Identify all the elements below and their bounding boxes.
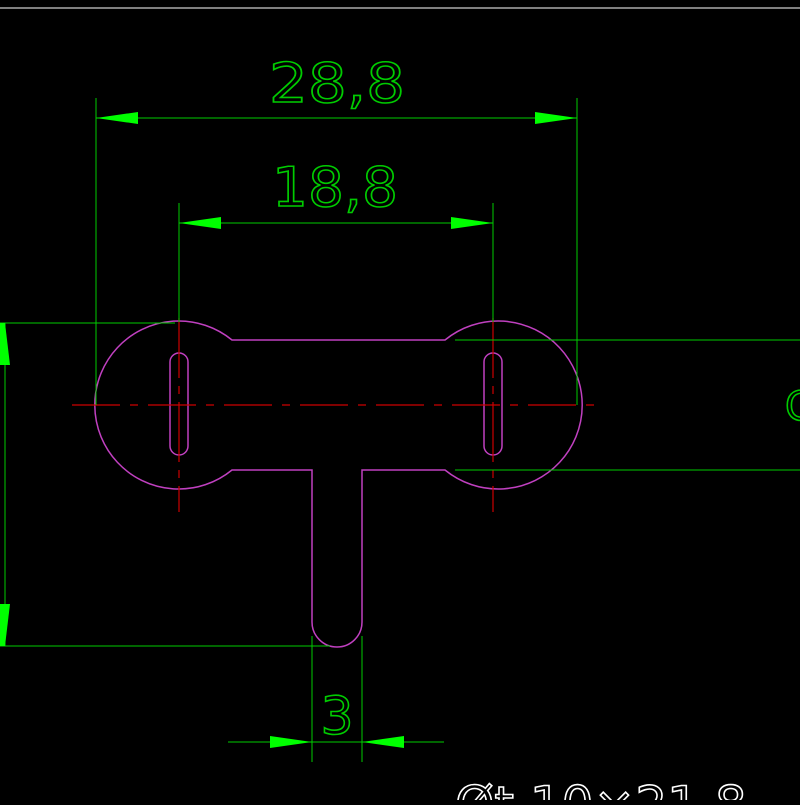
- stem-width-arrow-left: [270, 736, 312, 748]
- overall-width-arrow-right: [535, 112, 577, 124]
- hole-spacing-label: 18,8: [272, 156, 398, 219]
- stem-width-label: 3: [320, 687, 353, 747]
- centerlines: [72, 318, 602, 512]
- arrowheads: [0, 112, 577, 748]
- part-outline: [94, 320, 583, 648]
- hole-spacing-arrow-left: [179, 217, 221, 229]
- right-edge-cut-label: C: [785, 384, 800, 430]
- hole-spacing-arrow-right: [451, 217, 493, 229]
- bottom-note-cut-label: Øt 10×21,8..: [455, 776, 779, 800]
- height-arrow-bottom: [0, 604, 10, 646]
- part-body-contour: [94, 320, 583, 648]
- height-arrow-top: [0, 323, 10, 365]
- dimension-labels: 28,8 18,8 3 C Øt 10×21,8..: [268, 51, 800, 805]
- dimension-geometry: [0, 98, 800, 762]
- overall-width-arrow-left: [96, 112, 138, 124]
- overall-width-label: 28,8: [269, 52, 405, 115]
- stem-width-arrow-right: [362, 736, 404, 748]
